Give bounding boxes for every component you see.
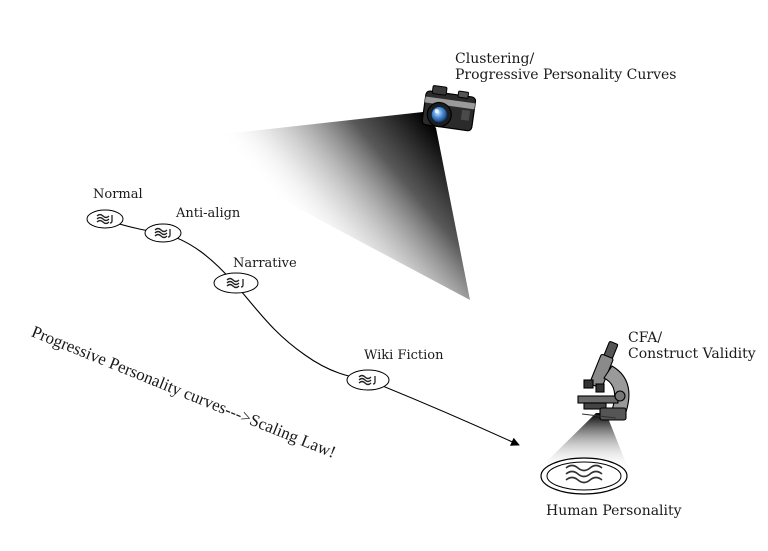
node-label-anti-align: Anti-align xyxy=(176,206,241,221)
wave-icon xyxy=(358,374,376,386)
node-label-narrative: Narrative xyxy=(233,256,297,271)
camera-label-line2: Progressive Personality Curves xyxy=(455,67,677,83)
wave-icon xyxy=(226,277,244,289)
node-wiki-fiction[interactable] xyxy=(346,369,390,391)
node-narrative[interactable] xyxy=(213,272,259,294)
wave-icon xyxy=(565,464,603,484)
node-label-wiki-fiction: Wiki Fiction xyxy=(364,348,444,363)
microscope-cone xyxy=(540,413,628,468)
node-anti-align[interactable] xyxy=(144,223,182,243)
camera-icon xyxy=(421,85,477,132)
camera-label-line1: Clustering/ xyxy=(455,51,535,67)
wave-icon xyxy=(96,213,113,225)
wave-icon xyxy=(154,227,171,239)
microscope-label-line2: Construct Validity xyxy=(628,346,756,362)
microscope-icon xyxy=(577,341,630,421)
human-personality-disk[interactable] xyxy=(540,457,628,495)
human-personality-label: Human Personality xyxy=(546,503,682,519)
camera-beam xyxy=(170,112,470,300)
microscope-label-line1: CFA/ xyxy=(628,330,663,346)
node-normal[interactable] xyxy=(86,209,124,229)
node-label-normal: Normal xyxy=(93,187,143,202)
